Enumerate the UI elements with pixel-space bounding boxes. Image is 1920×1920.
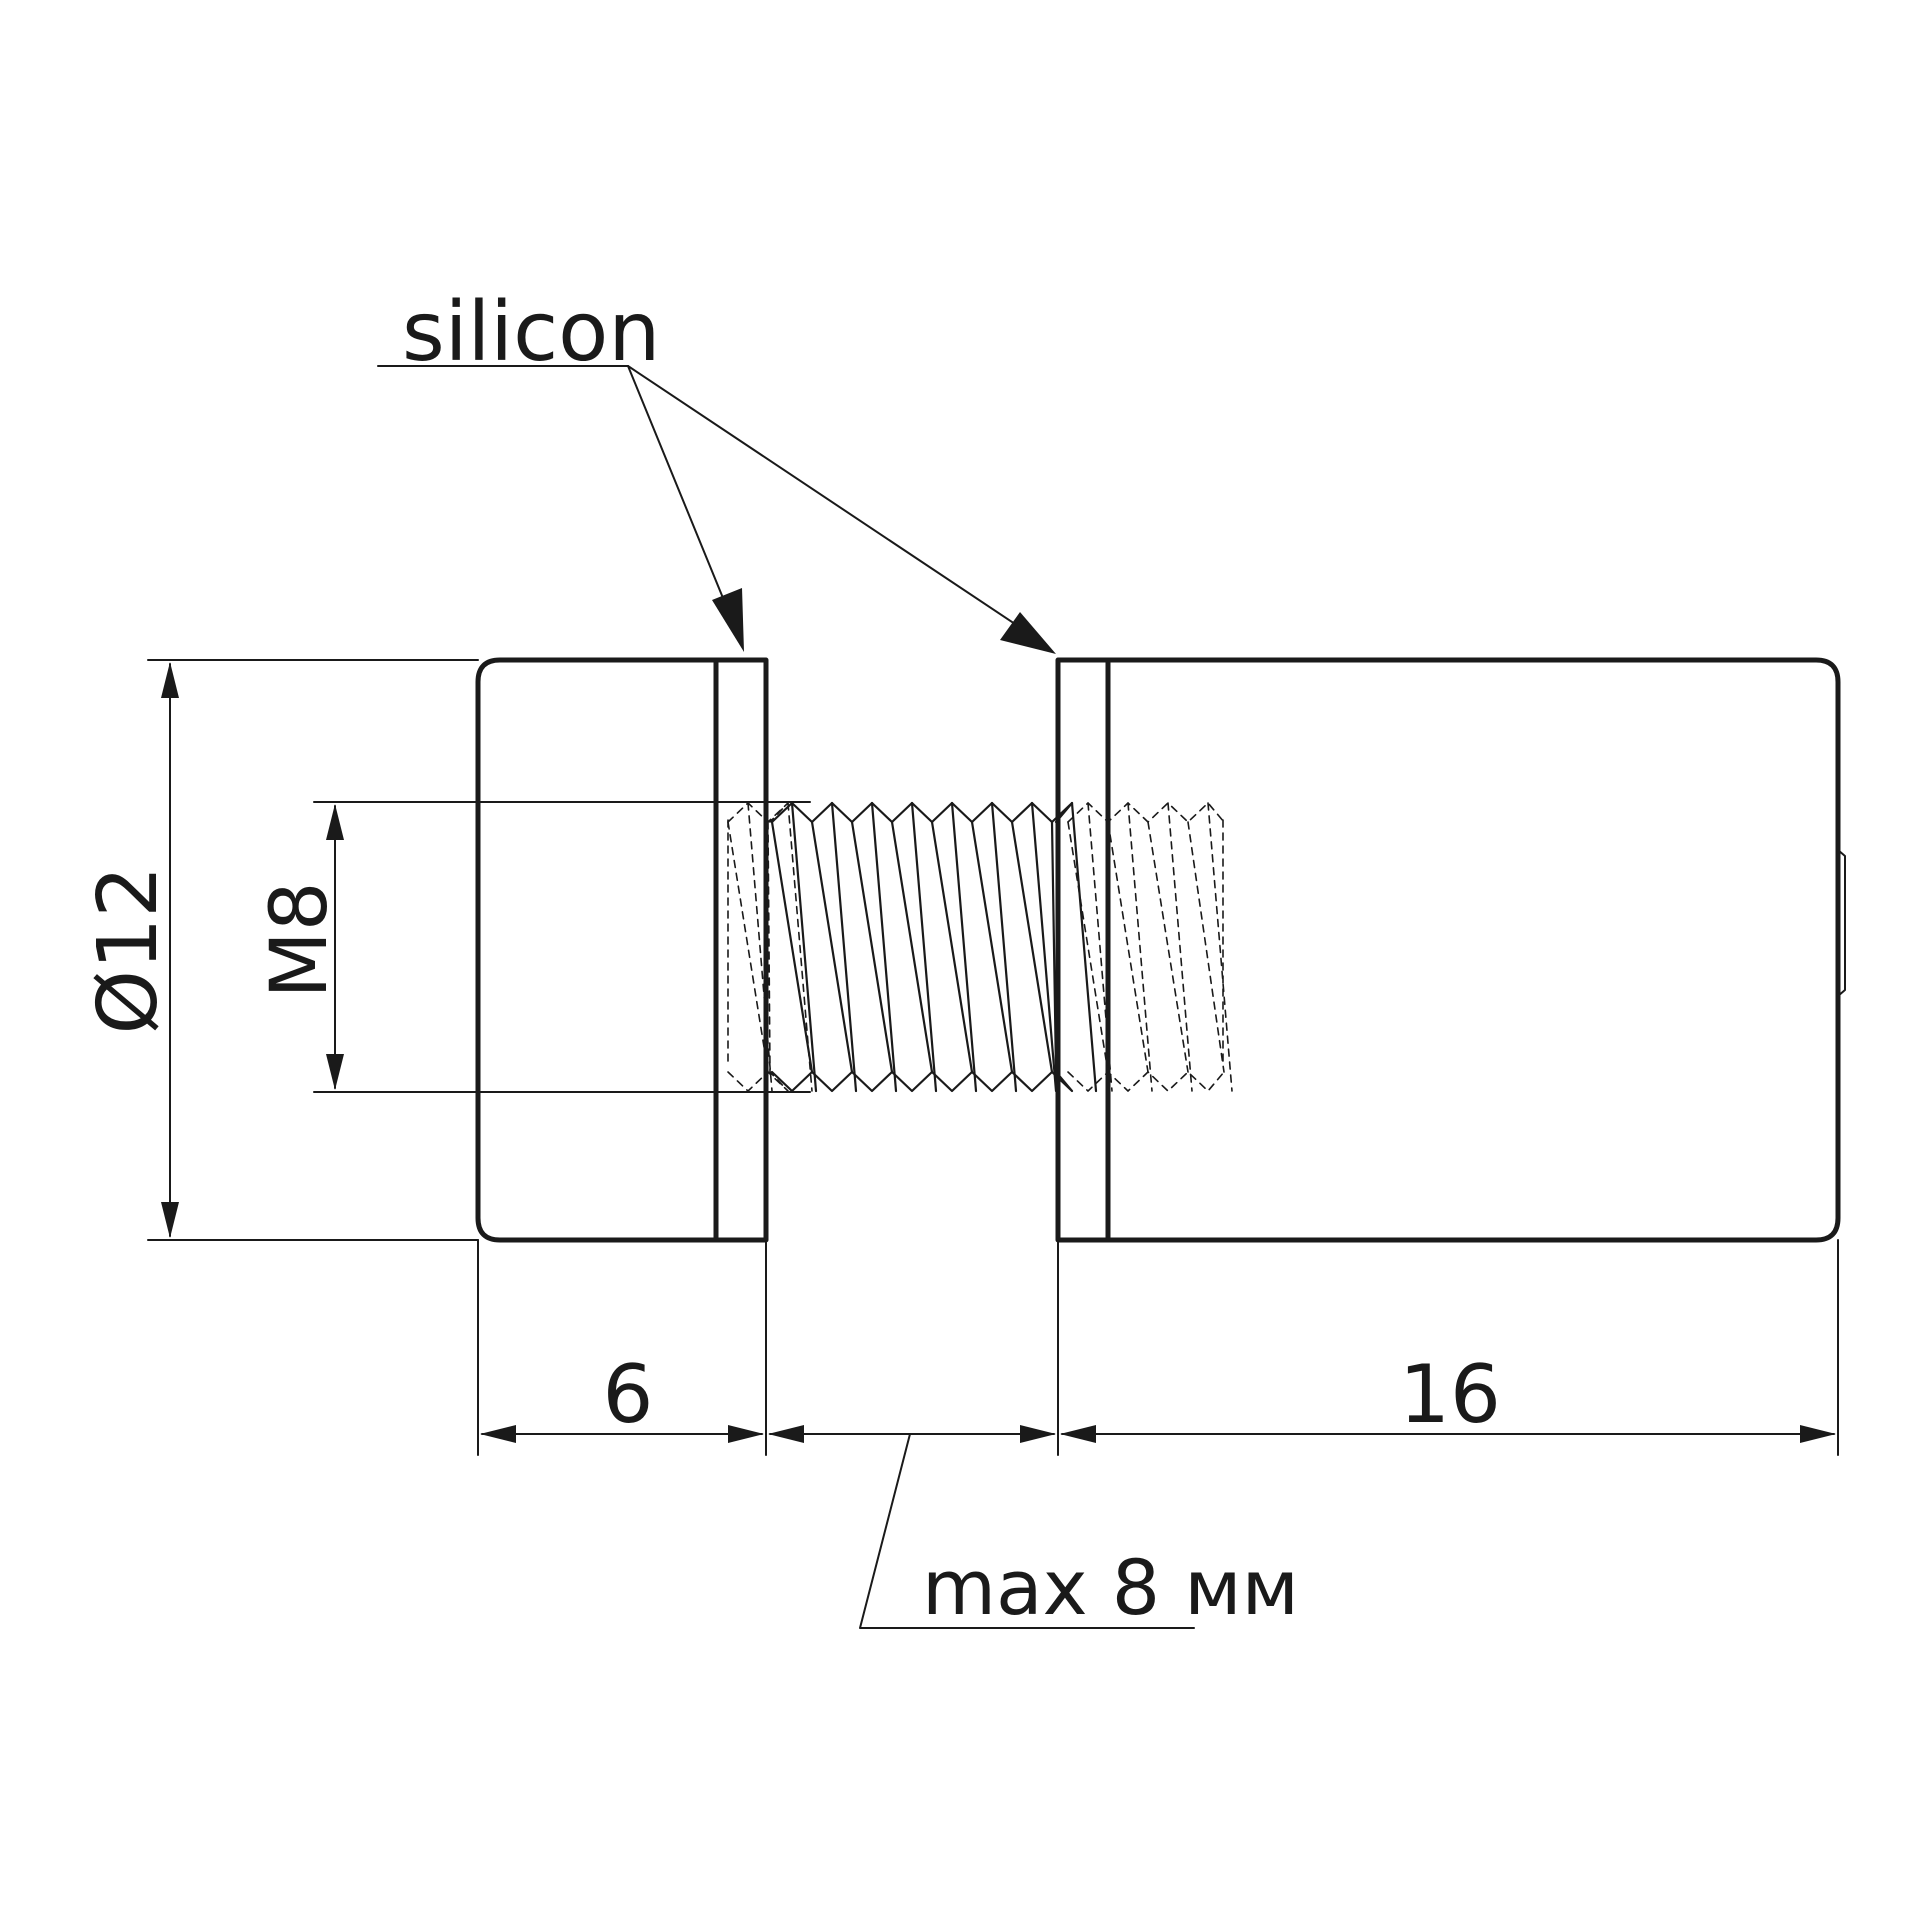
thread-hidden-flank [1147,821,1189,1073]
thread-visible-flank [970,820,1014,1074]
silicon-leader: silicon [377,285,1056,654]
thread-visible-flank [890,820,934,1074]
diameter-dimension: Ø12 [81,659,479,1241]
body-outline [1055,657,1841,1243]
thread-hidden-flank [1067,821,1109,1073]
thread-hidden-cap-flank [727,821,769,1073]
thread-visible-flank [830,801,858,1093]
thread-hidden-flank [1107,821,1149,1073]
thread-visible-flank [810,820,854,1074]
thread-visible-flank [910,801,938,1093]
thread-visible-flank [1010,820,1054,1074]
thread-hidden-flank [1187,821,1225,1073]
diameter-label: Ø12 [81,866,176,1035]
thread-hidden-cap-crest-top [727,802,789,823]
thread-visible-flank [790,801,818,1093]
thread-visible-flank [990,801,1018,1093]
body-length-label: 16 [1399,1348,1501,1441]
thread-hidden-flank [1167,802,1193,1092]
thread-visible-flank [950,801,978,1093]
silicon-leader-to-body [627,365,1019,627]
diameter-arrow-top [161,662,179,698]
thread-hidden-cap-crest-bottom [727,1071,789,1092]
gap-label: max 8 мм [922,1543,1299,1632]
thread-visible-flank [930,820,974,1074]
thread-visible-flank [850,820,894,1074]
thread-hidden-flank [1127,802,1153,1092]
thread-arrow-bottom [326,1054,344,1090]
thread-hidden-crest-top [1067,802,1225,823]
threaded-screw [727,801,1233,1093]
thread-dimension: M8 [255,801,811,1093]
silicon-leader-to-cap [627,365,733,621]
body-part [1055,657,1846,1243]
thread-hidden-cap-flank [747,802,773,1092]
cap-length-label: 6 [603,1348,654,1441]
cap-length-arrow-right [728,1425,764,1443]
cap-outline [475,657,769,1243]
thread-visible-section [770,801,1098,1093]
body-end-notch [1837,849,1846,997]
thread-visible-flank [1030,801,1058,1093]
thread-hidden-cap-flank [787,802,813,1092]
thread-arrow-top [326,804,344,840]
thread-hidden-flank [1087,802,1113,1092]
gap-leader: max 8 мм [859,1433,1299,1632]
thread-visible-flank [870,801,898,1093]
body-length-arrow-right [1800,1425,1836,1443]
silicon-arrow-body [1000,612,1056,654]
gap-leader-line [859,1433,1195,1629]
thread-visible-crest-bottom [770,1070,1074,1093]
thread-hidden-crest-bottom [1067,1071,1225,1092]
length-dimensions: 6 16 [477,1239,1839,1456]
cap-length-arrow-left [480,1425,516,1443]
thread-hidden-cap-flank [767,821,771,1073]
cap-part [475,657,769,1243]
thread-label: M8 [255,882,345,999]
thread-hidden-flank [1207,802,1233,1092]
thread-visible-flank [770,820,814,1074]
thread-visible-crest-top [770,801,1074,824]
silicon-label: silicon [402,285,660,380]
thread-visible-flank [1070,801,1098,1093]
thread-visible-flank [1050,820,1058,1074]
thread-hidden-section [727,802,1233,1092]
silicon-arrow-cap [712,588,744,652]
gap-arrow-right [1020,1425,1056,1443]
diameter-arrow-bottom [161,1202,179,1238]
gap-arrow-left [768,1425,804,1443]
body-length-arrow-left [1060,1425,1096,1443]
